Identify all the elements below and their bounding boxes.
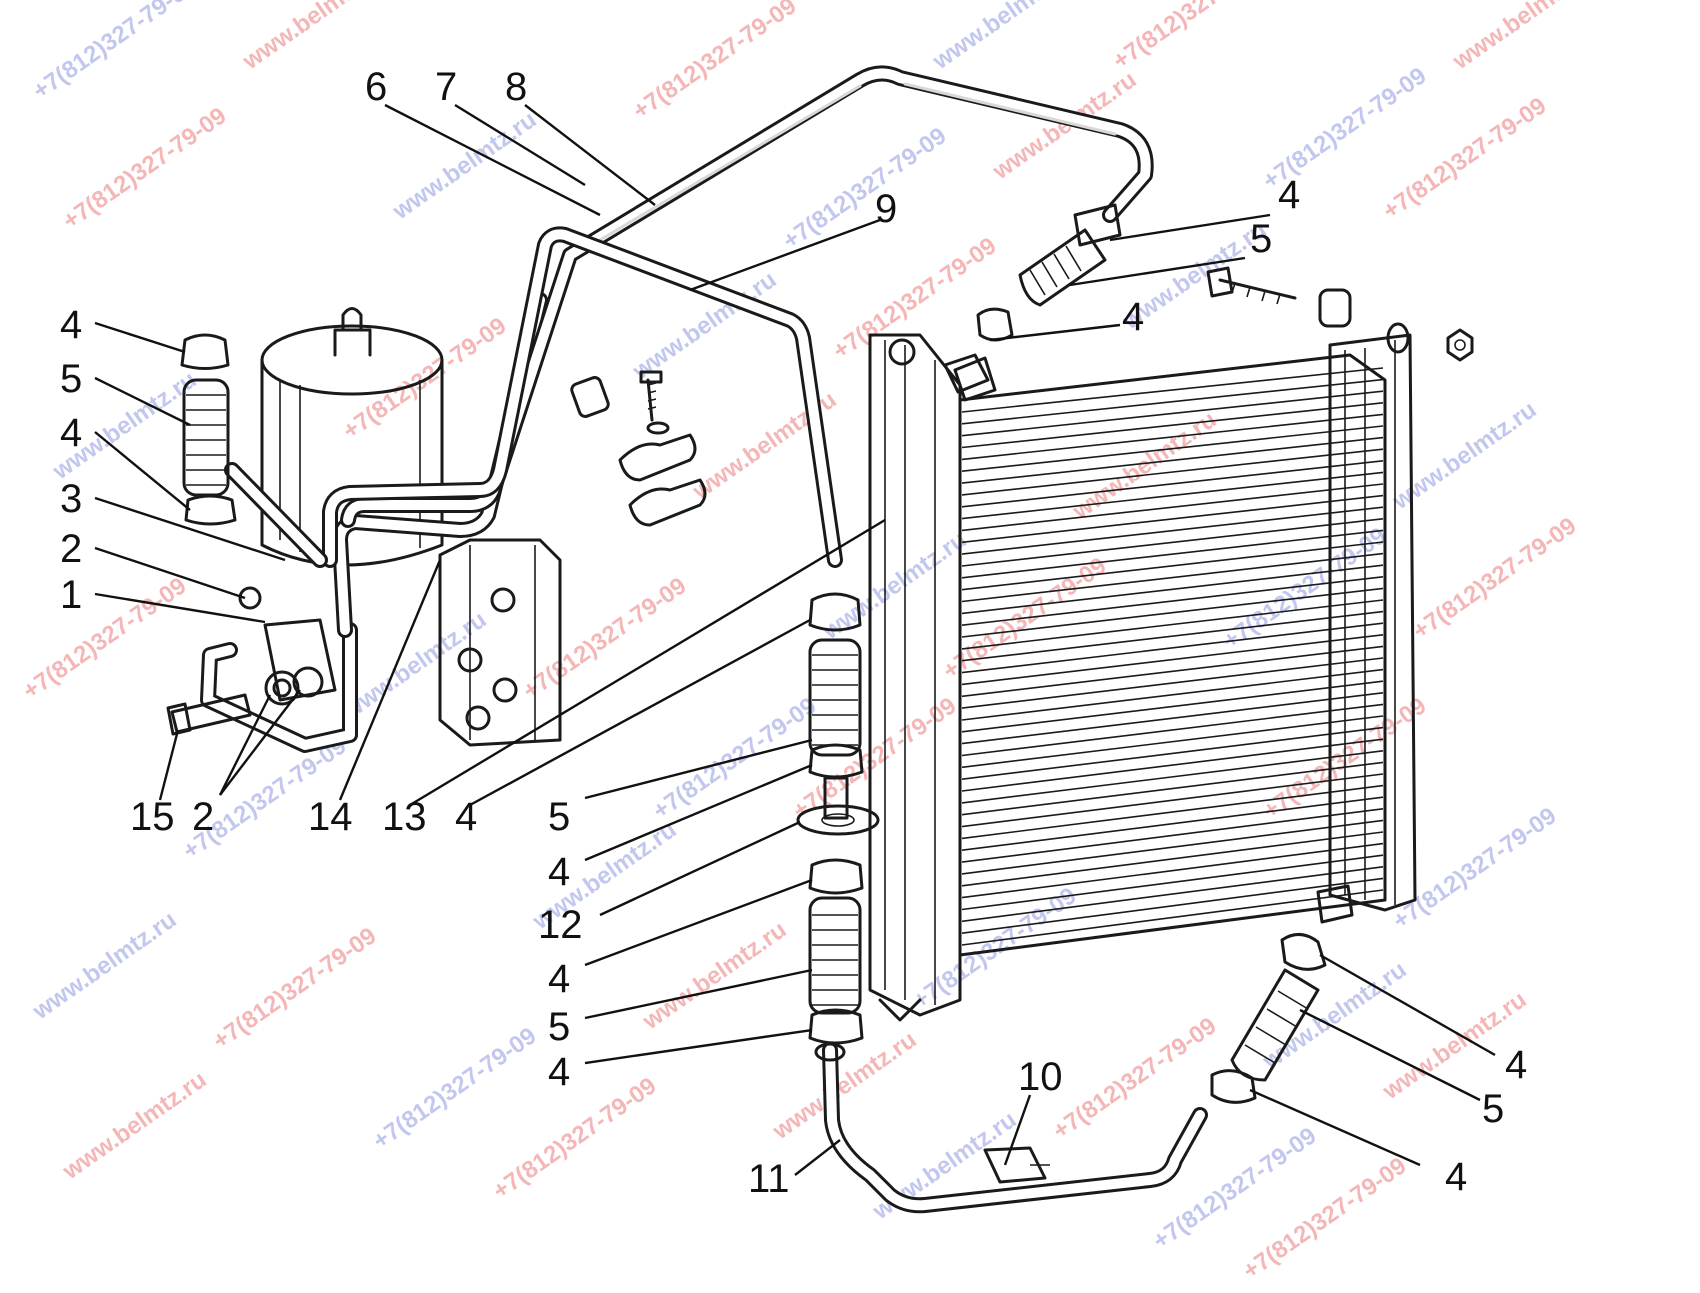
callout-1: 1 [60, 573, 82, 617]
callout-5: 5 [548, 1005, 570, 1049]
callout-12: 12 [538, 903, 583, 947]
oil-cooler-radiator [868, 333, 1417, 1022]
watermark-site: www.belmtz.ru [637, 916, 791, 1035]
watermark-phone: +7(812)327-79-09 [778, 122, 951, 255]
callout-4: 4 [1445, 1155, 1467, 1199]
callout-11: 11 [748, 1157, 790, 1201]
callout-13: 13 [382, 795, 427, 839]
callout-4: 4 [548, 957, 570, 1001]
callout-4: 4 [60, 303, 82, 347]
watermark-phone: +7(812)327-79-09 [1408, 512, 1581, 645]
callout-5: 5 [1250, 217, 1272, 261]
top-right-hose-assembly [953, 203, 1122, 402]
cooler-fins [961, 367, 1384, 946]
callout-4: 4 [548, 1050, 570, 1094]
callout-14: 14 [308, 795, 353, 839]
callout-4: 4 [1278, 173, 1300, 217]
callout-9: 9 [875, 187, 897, 231]
callout-4: 4 [1122, 295, 1144, 339]
callout-4: 4 [548, 850, 570, 894]
left-hose-assembly [180, 333, 237, 526]
watermark-site: www.belmtz.ru [57, 1066, 211, 1185]
callout-4: 4 [60, 411, 82, 455]
watermark-phone: +7(812)327-79-09 [908, 882, 1081, 1015]
callout-labels: 4 5 4 3 2 1 6 7 8 9 4 5 4 15 2 14 13 4 5… [60, 65, 1527, 1201]
pipe-clamp-parts [570, 370, 707, 527]
watermark-site: www.belmtz.ru [927, 0, 1081, 75]
watermark-phone: +7(812)327-79-09 [828, 232, 1001, 365]
watermark-phone: +7(812)327-79-09 [28, 0, 201, 105]
callout-5: 5 [60, 357, 82, 401]
callout-5: 5 [548, 795, 570, 839]
callout-2: 2 [192, 795, 214, 839]
watermark-phone: +7(812)327-79-09 [518, 572, 691, 705]
watermark-phone: +7(812)327-79-09 [368, 1022, 541, 1155]
callout-7: 7 [435, 65, 457, 109]
watermark-phone: +7(812)327-79-09 [1378, 92, 1551, 225]
callout-6: 6 [365, 65, 387, 109]
watermark-phone: +7(812)327-79-09 [58, 102, 231, 235]
watermark-site: www.belmtz.ru [1447, 0, 1601, 75]
watermark-site: www.belmtz.ru [1067, 406, 1221, 525]
oil-pipes [224, 65, 1208, 1214]
callout-4: 4 [1505, 1043, 1527, 1087]
callout-15: 15 [130, 795, 175, 839]
watermark-phone: +7(812)327-79-09 [488, 1072, 661, 1205]
watermark-phone: +7(812)327-79-09 [1108, 0, 1281, 75]
watermark-site: www.belmtz.ru [27, 906, 181, 1025]
callout-3: 3 [60, 477, 82, 521]
callout-8: 8 [505, 65, 527, 109]
watermark-site: www.belmtz.ru [767, 1026, 921, 1145]
watermark-phone: +7(812)327-79-09 [18, 572, 191, 705]
watermark-phone: +7(812)327-79-09 [628, 0, 801, 125]
callout-10: 10 [1018, 1055, 1063, 1099]
callout-4: 4 [455, 795, 477, 839]
leader-lines [94, 103, 1496, 1176]
watermark-layer: www.belmtz.ru +7(812)327-79-09 +7(812)32… [18, 0, 1601, 1285]
radiator-mounting-hardware [1206, 266, 1474, 362]
callout-2: 2 [60, 527, 82, 571]
mounting-bracket [438, 538, 562, 747]
center-hose-stack [796, 592, 880, 1062]
watermark-phone: +7(812)327-79-09 [208, 922, 381, 1055]
callout-5: 5 [1482, 1087, 1504, 1131]
bottom-right-hose-assembly [1210, 933, 1327, 1104]
watermark-site: www.belmtz.ru [387, 106, 541, 225]
watermark-site: www.belmtz.ru [1257, 956, 1411, 1075]
